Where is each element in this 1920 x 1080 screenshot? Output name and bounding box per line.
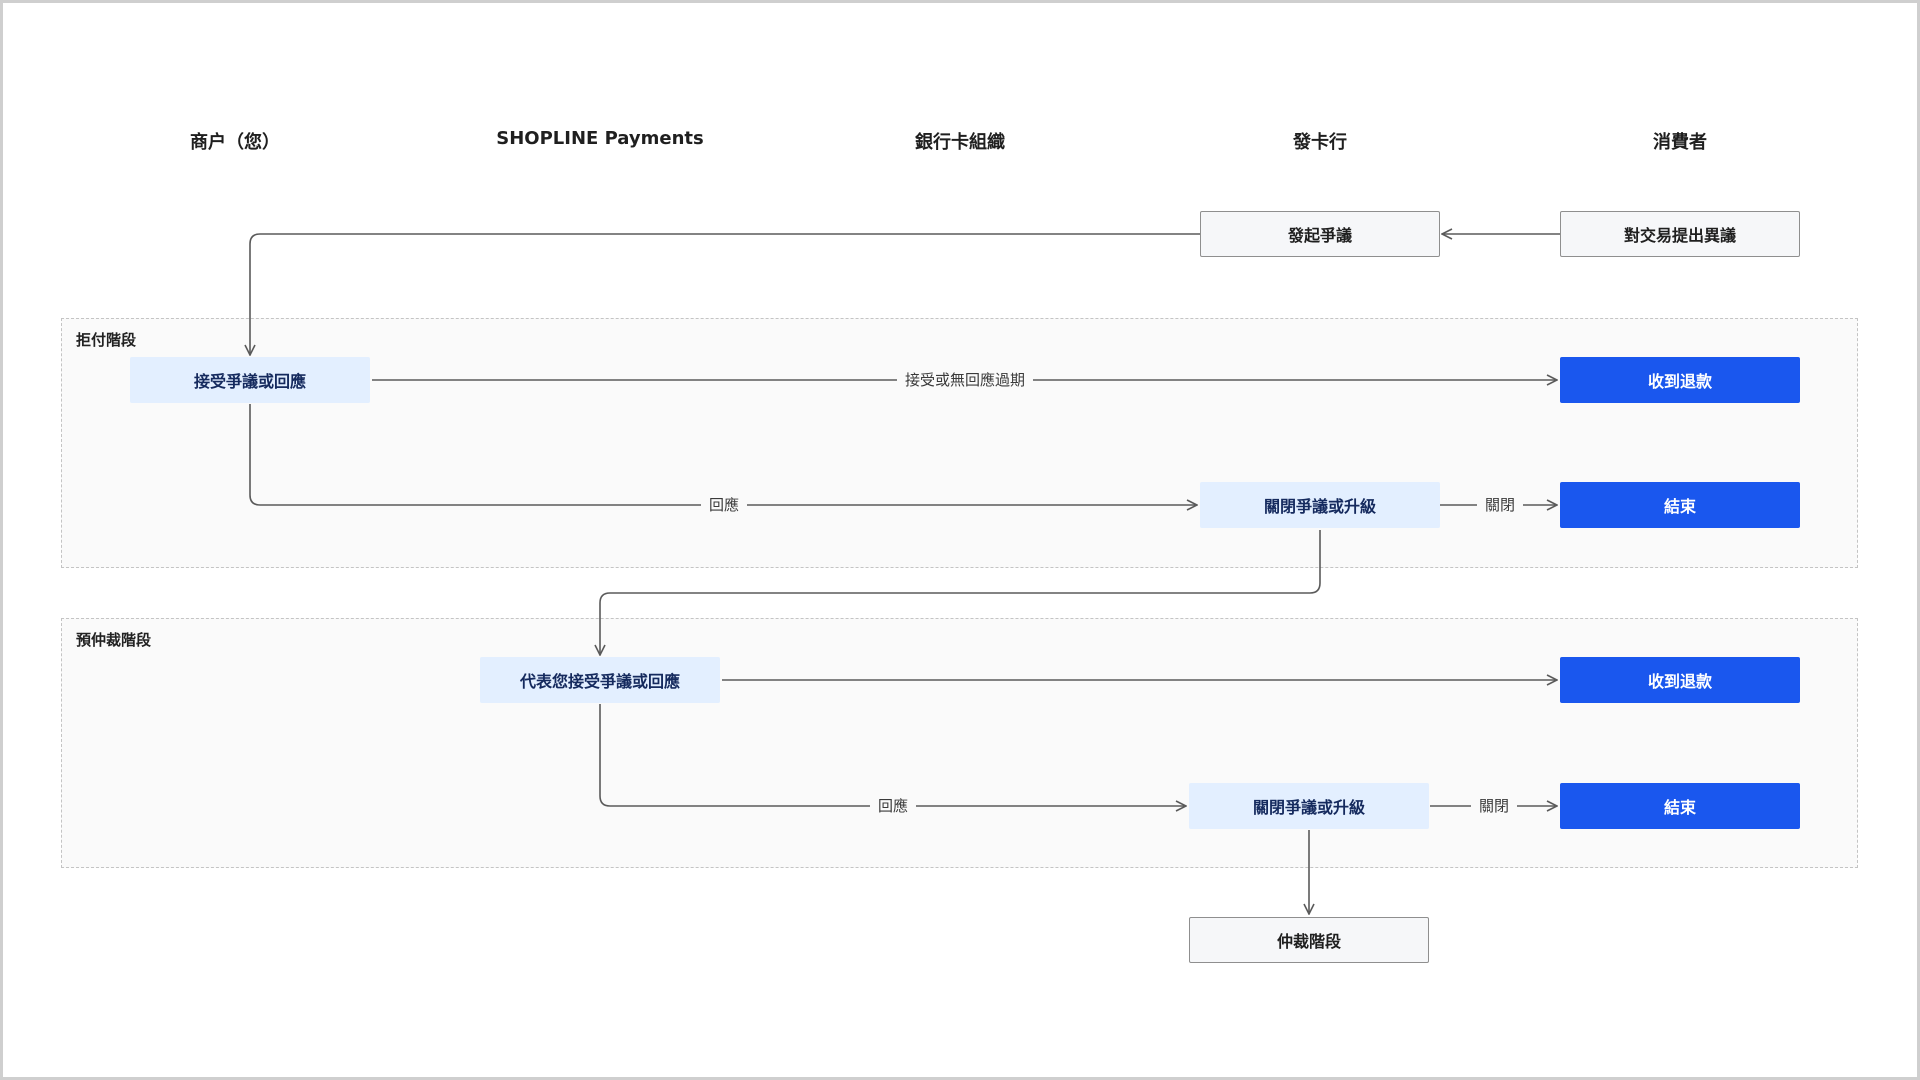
- node-issuer-close-or-escalate-2: 關閉爭議或升級: [1189, 783, 1429, 829]
- column-header-card-network: 銀行卡組織: [915, 132, 1005, 153]
- node-merchant-accept-or-respond: 接受爭議或回應: [130, 357, 370, 403]
- edge-label-respond-1: 回應: [700, 493, 748, 517]
- node-arbitration-stage: 仲裁階段: [1189, 917, 1429, 963]
- column-header-merchant: 商户（您）: [190, 132, 280, 153]
- node-refund-2: 收到退款: [1560, 657, 1800, 703]
- column-header-shopline-payments: SHOPLINE Payments: [496, 128, 704, 149]
- node-shopline-accept-or-respond: 代表您接受爭議或回應: [480, 657, 720, 703]
- edge-label-accept-or-expire: 接受或無回應過期: [896, 368, 1034, 392]
- edge-label-respond-2: 回應: [869, 794, 917, 818]
- node-end-2: 結束: [1560, 783, 1800, 829]
- node-issuer-initiate-dispute: 發起爭議: [1200, 211, 1440, 257]
- column-header-issuer: 發卡行: [1293, 132, 1347, 153]
- stage-label-pre-arbitration: 預仲裁階段: [76, 631, 152, 649]
- edge-issuer-to-merchant: [250, 233, 1200, 355]
- edge-merchant-to-issuer-close-1: [249, 404, 1197, 505]
- edge-shopline-to-issuer-close-2: [599, 704, 1186, 806]
- column-header-consumer: 消費者: [1653, 132, 1707, 153]
- edge-escalate-to-pre-arbitration: [600, 530, 1321, 655]
- node-consumer-dispute: 對交易提出異議: [1560, 211, 1800, 257]
- node-end-1: 結束: [1560, 482, 1800, 528]
- edge-label-close-2: 關閉: [1470, 794, 1518, 818]
- node-issuer-close-or-escalate-1: 關閉爭議或升級: [1200, 482, 1440, 528]
- node-refund-1: 收到退款: [1560, 357, 1800, 403]
- edge-label-close-1: 關閉: [1476, 493, 1524, 517]
- stage-label-chargeback: 拒付階段: [76, 331, 137, 349]
- pre-arbitration-stage: 預仲裁階段: [61, 618, 1858, 868]
